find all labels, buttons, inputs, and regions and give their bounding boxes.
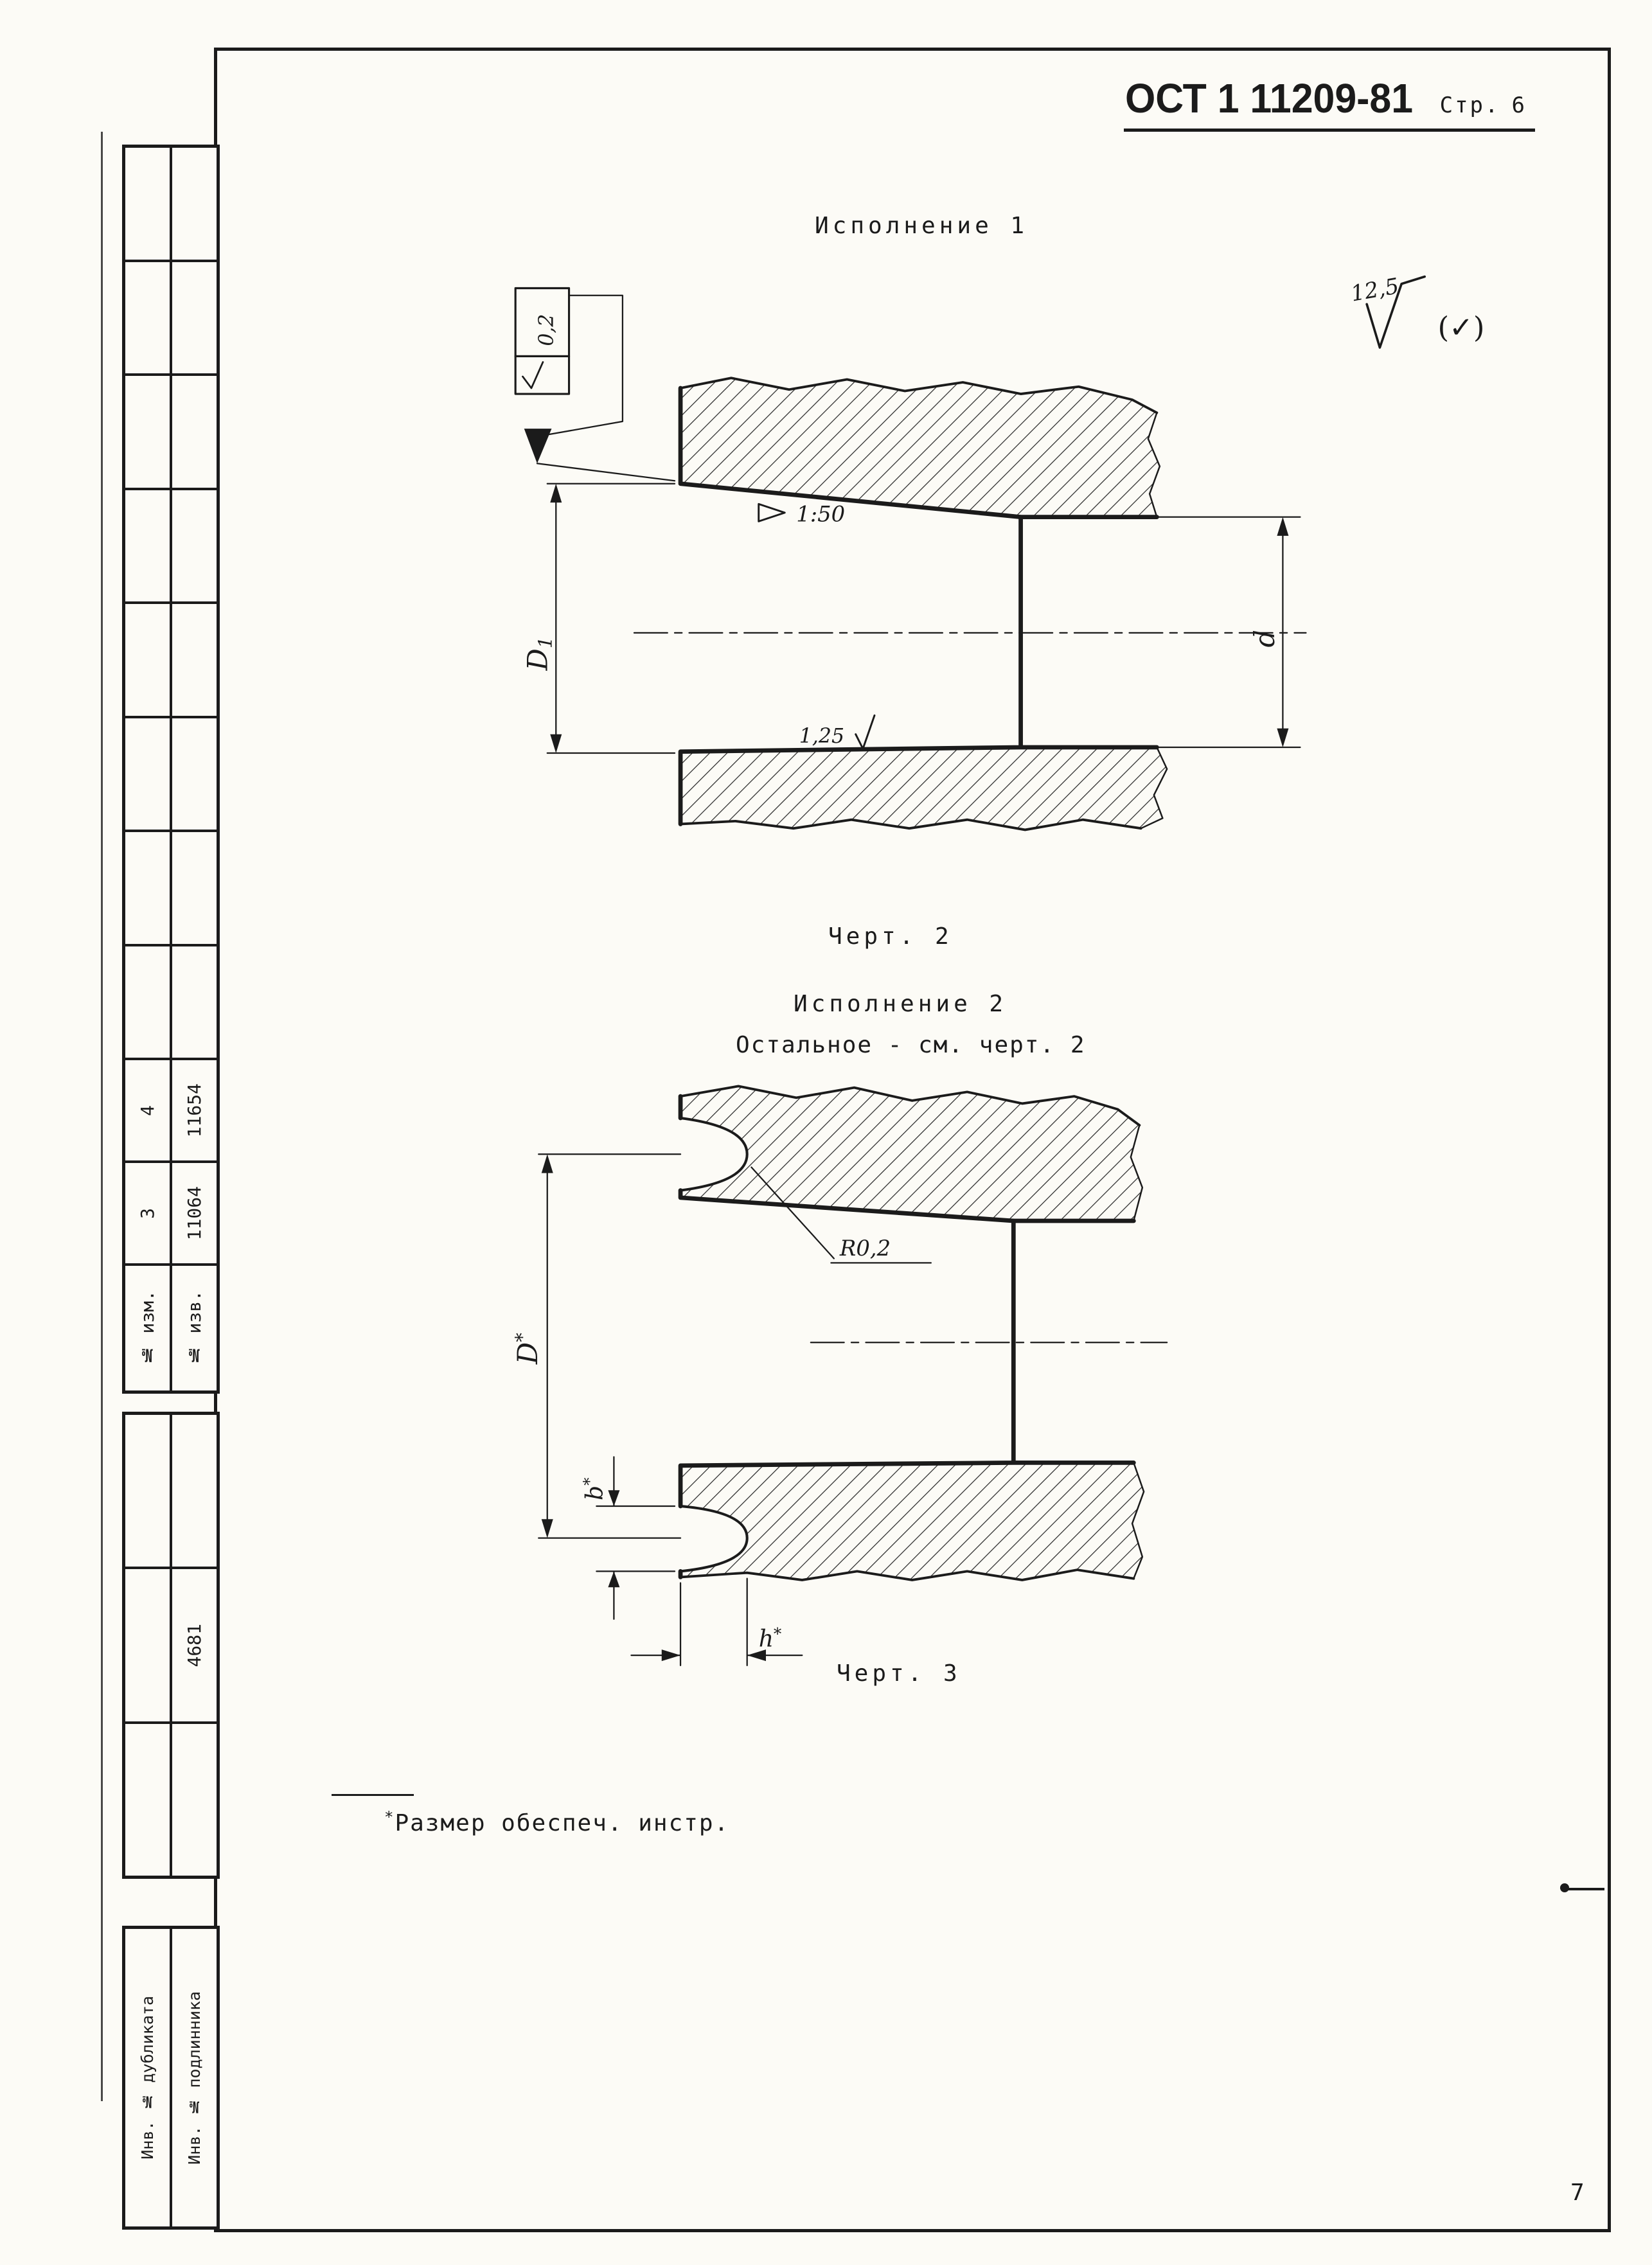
- fig2-label-bore-roughness: 0,2: [535, 314, 558, 346]
- inventory-block: Инв. № дубликата Инв. № подлинника: [122, 1926, 220, 2230]
- revision-table: 4 11654 3 11064 № изм. № изв.: [122, 145, 220, 1394]
- fig3-lower-break-edge: [679, 1568, 1135, 1581]
- standard-number: ОСТ 1 11209-81: [1125, 75, 1414, 121]
- revision-cell-empty: [124, 147, 171, 261]
- fig3-dim-h: [630, 1577, 803, 1667]
- revision-cell-empty: [171, 260, 218, 375]
- figure3-drawing: [538, 1085, 1168, 1667]
- fig3-dim-D: [538, 1153, 682, 1539]
- revision-cell-empty: [124, 716, 171, 831]
- fig3-lower-right-break: [1131, 1462, 1145, 1579]
- punch-mark-line: [1566, 1888, 1604, 1890]
- revision-cell-empty: [124, 260, 171, 375]
- fig2-lower-break-edge: [679, 818, 1142, 831]
- footnote-marker: *: [384, 1808, 395, 1826]
- fig3-label-radius: R0,2: [839, 1236, 891, 1261]
- revision-cell-empty: [171, 375, 218, 489]
- page-label: Стр.: [1439, 93, 1500, 118]
- revision-izm-label-cell: № изм.: [124, 1265, 171, 1392]
- callout-arrowhead: [524, 429, 552, 464]
- fig3-lower-groove: [679, 1504, 749, 1573]
- figure3-caption: Черт. 3: [837, 1660, 961, 1687]
- header-underline: [1124, 129, 1535, 132]
- fig2-dim-D1: [546, 483, 676, 754]
- stamp-cell-empty: [171, 1414, 218, 1568]
- page-number: 6: [1511, 93, 1527, 118]
- stamp-cell-empty: [124, 1568, 171, 1723]
- revision-cell-empty: [171, 945, 218, 1059]
- revision-cell-empty: [171, 488, 218, 603]
- order-number-block: 4681: [122, 1412, 220, 1879]
- revision-cell-empty: [124, 488, 171, 603]
- fig2-label-cone-roughness: 1,25: [799, 725, 844, 748]
- order-number-cell: 4681: [171, 1568, 218, 1723]
- inventory-original-cell: Инв. № подлинника: [171, 1928, 218, 2228]
- footnote: *Размер обеспеч. инстр.: [384, 1808, 729, 1836]
- header: ОСТ 1 11209-81 Стр. 6: [1125, 75, 1527, 122]
- fig3-upper-right-break: [1130, 1124, 1144, 1222]
- revision-cell-empty: [124, 603, 171, 717]
- revision-izv-label-cell: № изв.: [171, 1265, 218, 1392]
- roughness-flag-icon: [522, 361, 544, 389]
- revision-cell-empty: [124, 375, 171, 489]
- figure3-reference-note: Остальное - см. черт. 2: [736, 1032, 1086, 1058]
- fig3-upper-outline: [678, 1094, 1136, 1223]
- footnote-rule: [332, 1794, 414, 1796]
- revision-cell-empty: [171, 603, 218, 717]
- fig2-lower-outline: [678, 515, 1159, 826]
- revision-change-4: 4: [124, 1059, 171, 1162]
- fig2-bore-roughness-callout: [514, 287, 676, 482]
- fig3-upper-break-edge: [679, 1085, 1141, 1127]
- fig2-taper-symbol: [758, 502, 786, 522]
- figure2-caption: Черт. 2: [828, 923, 953, 950]
- fig2-upper-right-break: [1147, 412, 1161, 518]
- fig3-upper-section: [680, 1086, 1142, 1221]
- fig2-dim-d: [1277, 517, 1289, 747]
- fig3-lower-section: [680, 1462, 1144, 1580]
- inventory-duplicate-cell: Инв. № дубликата: [124, 1928, 171, 2228]
- fig2-label-other-surfaces: (✓): [1438, 310, 1485, 344]
- revision-cell-empty: [171, 831, 218, 945]
- fig2-label-D1: D1: [522, 637, 556, 671]
- stamp-cell-empty: [124, 1722, 171, 1877]
- fig2-label-general-roughness: 12,5: [1349, 273, 1401, 306]
- stamp-cell-empty: [124, 1414, 171, 1568]
- fig2-general-roughness-symbol: [1365, 275, 1426, 349]
- fig2-d-extension-lines: [1156, 516, 1301, 749]
- footnote-text: Размер обеспеч. инстр.: [395, 1810, 730, 1836]
- fig2-cone-roughness-tick: [855, 714, 876, 750]
- fig2-lower-section: [680, 747, 1168, 830]
- fig3-lower-outline: [678, 1218, 1136, 1579]
- revision-cell-empty: [124, 831, 171, 945]
- revision-notice-11654: 11654: [171, 1059, 218, 1162]
- revision-cell-empty: [171, 147, 218, 261]
- revision-change-3: 3: [124, 1162, 171, 1265]
- fig2-lower-right-break: [1140, 746, 1168, 830]
- fig2-upper-outline: [678, 386, 1159, 520]
- fig3-upper-groove: [679, 1116, 749, 1192]
- punch-mark-dot: [1560, 1883, 1569, 1892]
- fig3-label-h: h*: [759, 1624, 782, 1652]
- fig3-label-b: b*: [580, 1478, 608, 1500]
- revision-cell-empty: [171, 716, 218, 831]
- fig2-upper-break-edge: [679, 377, 1159, 414]
- page-edge-line: [101, 132, 103, 2101]
- figure3-variant-title: Исполнение 2: [794, 991, 1008, 1017]
- fig3-dim-b: [596, 1456, 676, 1620]
- fig3-radius-leader: [751, 1166, 932, 1264]
- fig2-upper-section: [680, 378, 1160, 517]
- stamp-cell-empty: [171, 1722, 218, 1877]
- fig3-label-D: D*: [511, 1333, 544, 1365]
- fig2-label-taper: 1:50: [796, 501, 845, 526]
- fig2-label-d: d: [1249, 630, 1281, 647]
- figure2-variant-title: Исполнение 1: [815, 213, 1029, 239]
- figure2-drawing: [514, 275, 1426, 831]
- revision-cell-empty: [124, 945, 171, 1059]
- sheet-number: 7: [1570, 2180, 1586, 2206]
- revision-notice-11064: 11064: [171, 1162, 218, 1265]
